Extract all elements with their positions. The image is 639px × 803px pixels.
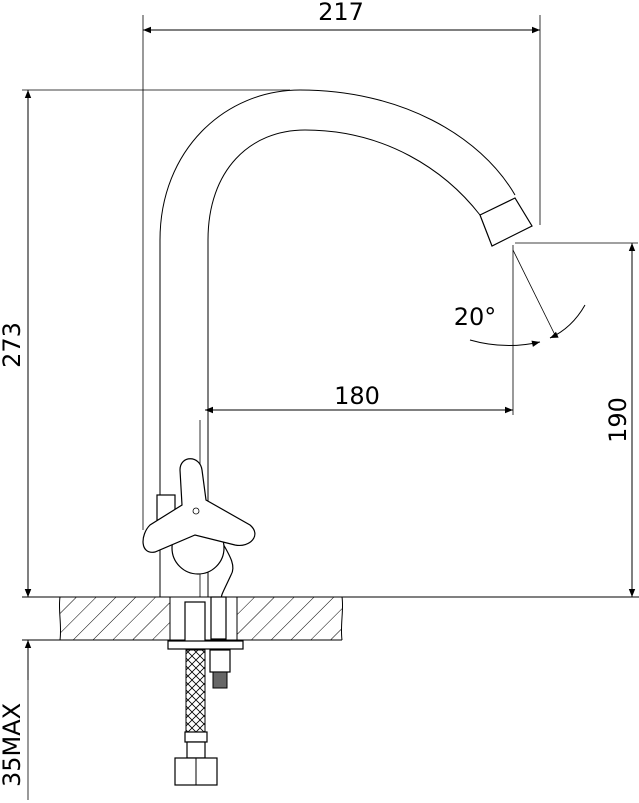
dimension-label-20-degrees: 20° (454, 303, 497, 331)
dimension-label-273: 273 (0, 322, 26, 368)
dimension-max-counter-thickness: 35MAX (0, 560, 32, 800)
mounting-hardware (167, 596, 244, 786)
faucet-spout (159, 89, 533, 597)
countertop (22, 596, 639, 641)
dimension-label-217: 217 (318, 0, 364, 26)
dimension-label-180: 180 (334, 382, 380, 410)
faucet-handle (142, 458, 256, 598)
dimension-overall-reach: 217 (142, 0, 541, 530)
dimension-spout-angle: 20° (454, 249, 586, 347)
dimension-label-35max: 35MAX (0, 703, 26, 787)
dimension-overall-height: 273 (0, 89, 290, 597)
dimension-spout-reach: 180 (205, 245, 514, 415)
dimension-label-190: 190 (604, 397, 632, 443)
dimension-spout-height: 190 (515, 242, 638, 597)
